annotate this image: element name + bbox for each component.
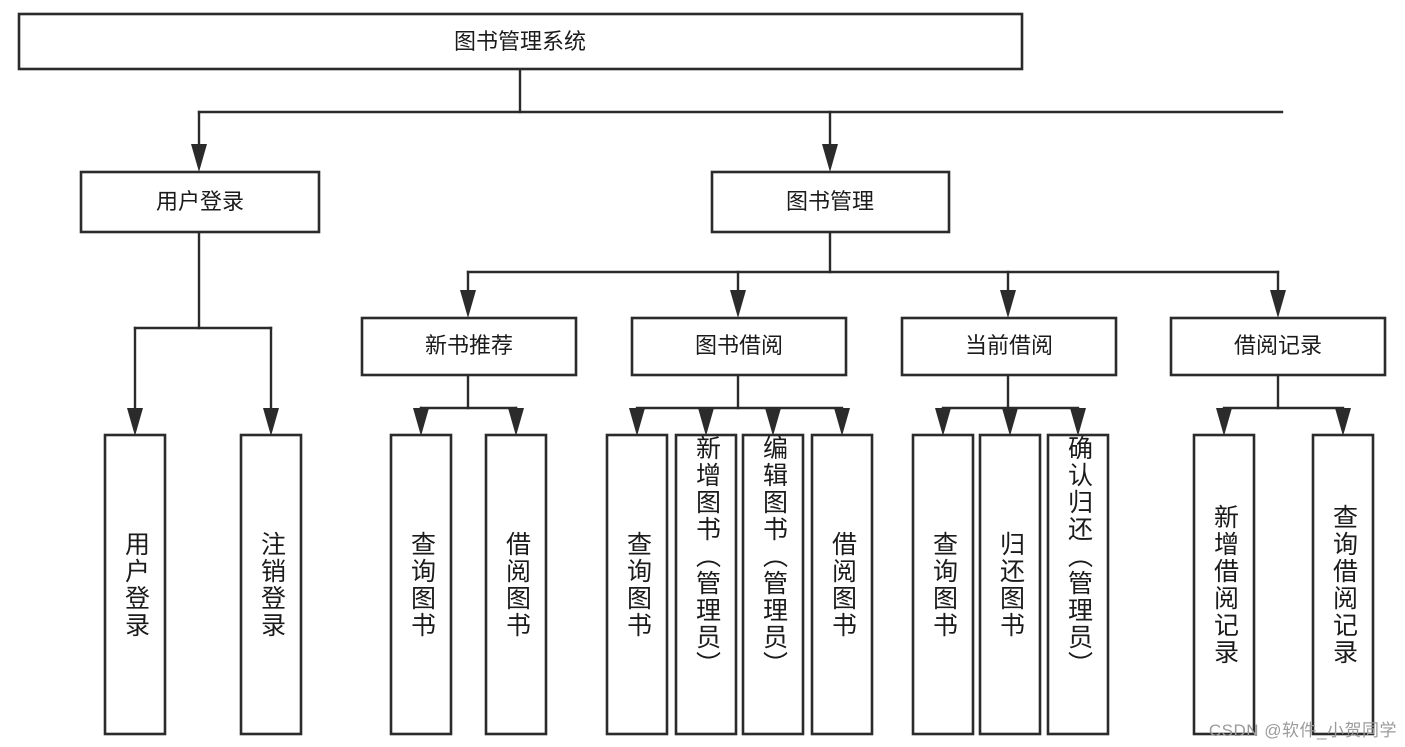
arrowhead-leaf-query-record xyxy=(1335,408,1351,436)
connector-group-root xyxy=(191,66,1284,172)
leaf-box-query-record[interactable] xyxy=(1311,433,1375,736)
node-current-borrow[interactable]: 当前借阅 xyxy=(900,316,1118,377)
leaf-box-group xyxy=(103,433,1375,736)
leaf-box-borrow-book-2[interactable] xyxy=(810,433,874,736)
arrowhead-new-book-rec xyxy=(460,290,476,318)
arrowhead-leaf-borrow-book-2 xyxy=(834,408,850,436)
node-book-borrow[interactable]: 图书借阅 xyxy=(630,316,848,377)
node-user-login-box[interactable] xyxy=(79,170,321,234)
node-borrow-record[interactable]: 借阅记录 xyxy=(1169,316,1387,377)
leaf-box-logout[interactable] xyxy=(239,433,303,736)
leaf-box-query-book-3[interactable] xyxy=(911,433,975,736)
leaf-box-edit-book[interactable] xyxy=(741,433,805,736)
arrowhead-user-login xyxy=(191,144,207,172)
arrowhead-leaf-query-book-3 xyxy=(935,408,951,436)
connector-group-user-login xyxy=(127,230,279,436)
node-root-box[interactable] xyxy=(17,12,1024,71)
node-current-borrow-box[interactable] xyxy=(900,316,1118,377)
leaf-box-query-book-1[interactable] xyxy=(389,433,453,736)
leaf-box-confirm-return[interactable] xyxy=(1046,433,1110,736)
leaf-box-query-book-2[interactable] xyxy=(605,433,669,736)
arrowhead-current-borrow xyxy=(1000,290,1016,318)
connector-group-current-borrow xyxy=(935,373,1086,436)
arrowhead-leaf-logout xyxy=(263,408,279,436)
arrowhead-leaf-borrow-book-1 xyxy=(508,408,524,436)
node-book-manage-label: 图书管理 xyxy=(786,189,874,214)
leaf-box-return-book[interactable] xyxy=(978,433,1042,736)
leaf-box-user-login[interactable] xyxy=(103,433,167,736)
leaf-box-add-record[interactable] xyxy=(1192,433,1256,736)
node-new-book-rec-box[interactable] xyxy=(360,316,578,377)
arrowhead-book-manage xyxy=(822,144,838,172)
leaf-box-borrow-book-1[interactable] xyxy=(484,433,548,736)
node-root[interactable]: 图书管理系统 xyxy=(17,12,1024,71)
node-user-login-label: 用户登录 xyxy=(156,189,244,214)
arrowhead-borrow-record xyxy=(1270,290,1286,318)
node-borrow-record-label: 借阅记录 xyxy=(1234,333,1322,358)
connector-group-borrow-record xyxy=(1216,373,1351,436)
node-new-book-rec[interactable]: 新书推荐 xyxy=(360,316,578,377)
arrowhead-leaf-edit-book xyxy=(765,408,781,436)
node-book-manage[interactable]: 图书管理 xyxy=(710,170,951,234)
arrowhead-leaf-return-book xyxy=(1002,408,1018,436)
node-book-borrow-label: 图书借阅 xyxy=(695,333,783,358)
arrowhead-book-borrow xyxy=(730,290,746,318)
connector-group-book-borrow xyxy=(629,373,850,436)
arrowhead-leaf-confirm-return xyxy=(1070,408,1086,436)
arrowhead-leaf-user-login xyxy=(127,408,143,436)
connector-group-new-book-rec xyxy=(413,373,524,436)
node-new-book-rec-label: 新书推荐 xyxy=(425,333,513,358)
leaf-box-add-book[interactable] xyxy=(674,433,738,736)
node-user-login[interactable]: 用户登录 xyxy=(79,170,321,234)
arrowhead-leaf-query-book-1 xyxy=(413,408,429,436)
node-book-manage-box[interactable] xyxy=(710,170,951,234)
node-current-borrow-label: 当前借阅 xyxy=(965,333,1053,358)
node-book-borrow-box[interactable] xyxy=(630,316,848,377)
arrowhead-leaf-add-record xyxy=(1216,408,1232,436)
node-borrow-record-box[interactable] xyxy=(1169,316,1387,377)
node-root-label: 图书管理系统 xyxy=(454,29,586,54)
arrowhead-leaf-add-book xyxy=(698,408,714,436)
connector-group-book-manage xyxy=(460,230,1286,318)
arrowhead-leaf-query-book-2 xyxy=(629,408,645,436)
